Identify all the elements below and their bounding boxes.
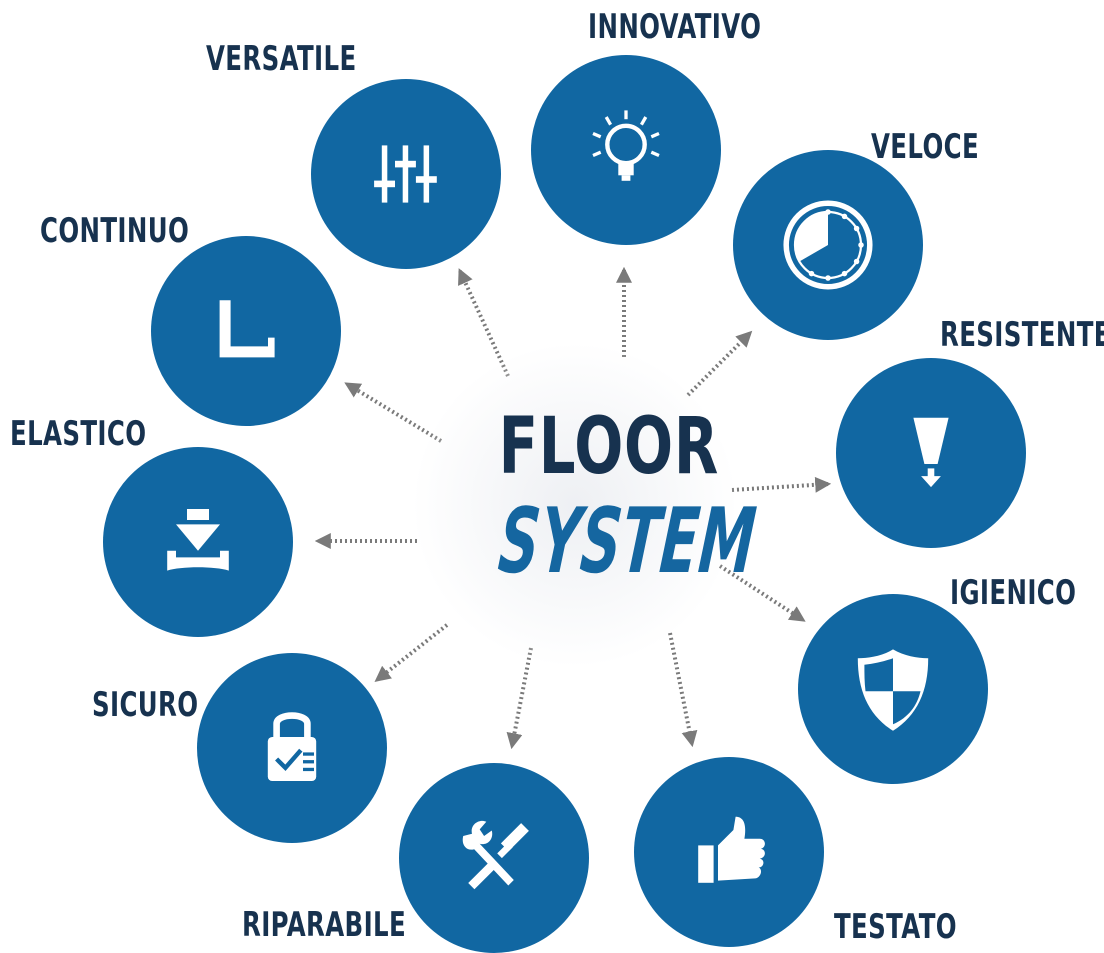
arrow-resistente	[731, 476, 832, 493]
label-continuo: CONTINUO	[40, 211, 190, 251]
clock-icon	[783, 200, 873, 290]
corner-icon	[219, 300, 275, 358]
label-versatile: VERSATILE	[206, 39, 357, 79]
circle-elastico	[103, 447, 293, 637]
label-veloce: VELOCE	[871, 127, 980, 167]
lightbulb-icon	[592, 110, 660, 181]
circle-riparabile	[399, 763, 589, 953]
circle-resistente	[836, 358, 1026, 548]
shield-icon	[857, 649, 929, 731]
label-igienico: IGIENICO	[950, 573, 1077, 613]
label-resistente: RESISTENTE	[940, 315, 1104, 355]
arrow-testato	[668, 632, 698, 748]
arrow-sicuro	[374, 623, 449, 682]
label-elastico: ELASTICO	[10, 414, 147, 454]
circle-innovativo	[531, 55, 721, 245]
circle-continuo	[151, 236, 341, 426]
arrow-riparabile	[506, 647, 533, 750]
title-floor: FLOOR	[498, 402, 720, 492]
label-innovativo: INNOVATIVO	[588, 7, 762, 47]
circle-sicuro	[197, 653, 387, 843]
arrow-continuo	[344, 382, 443, 443]
title-system: SYSTEM	[494, 489, 761, 594]
press-down-icon	[167, 509, 229, 571]
arrow-veloce	[686, 330, 753, 397]
arrow-igienico	[718, 564, 806, 622]
sliders-icon	[374, 145, 437, 203]
lock-checklist-icon	[267, 712, 317, 781]
center-glow	[415, 345, 735, 665]
circle-testato	[634, 757, 824, 947]
label-testato: TESTATO	[834, 907, 957, 947]
circle-versatile	[311, 79, 501, 269]
label-riparabile: RIPARABILE	[242, 905, 407, 945]
label-sicuro: SICURO	[92, 685, 199, 725]
circle-veloce	[733, 150, 923, 340]
arrow-versatile	[458, 268, 510, 377]
thumbs-up-icon	[698, 816, 765, 883]
circle-igienico	[798, 594, 988, 784]
weight-down-icon	[913, 417, 949, 488]
tools-icon	[462, 820, 529, 890]
